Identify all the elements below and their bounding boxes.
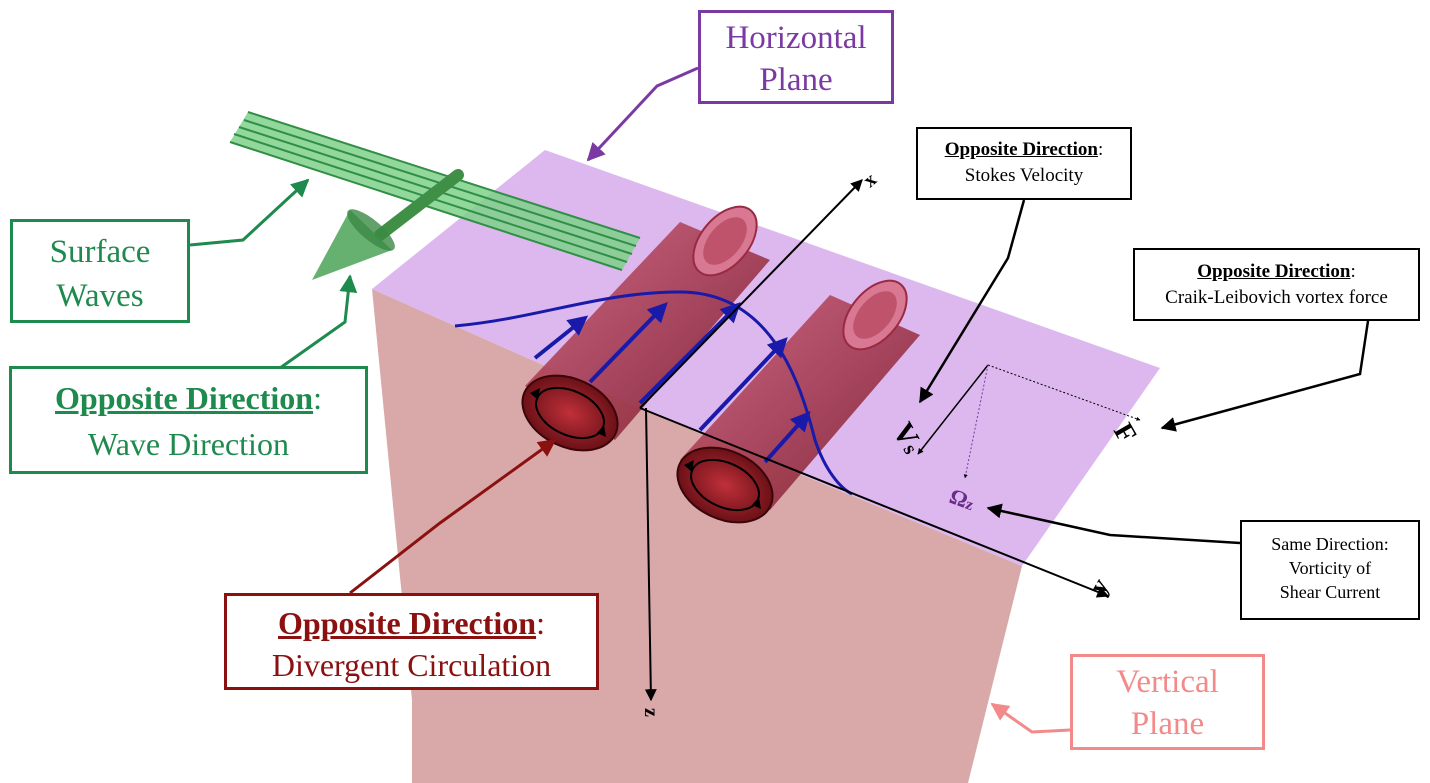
horizontal-plane-line-2: Plane [759,62,833,98]
vertical-plane-line-1: Vertical [1116,664,1219,700]
x-axis-label: x [859,169,881,192]
vortex-cylinder-right [676,279,920,524]
vortex-cylinder-left [521,205,770,452]
z-axis [644,407,657,702]
vorticity-line-1: Same Direction: [1271,534,1389,554]
z-axis-label: z [640,708,662,717]
vorticity-line-2: Vorticity of [1288,558,1372,578]
velocity-profile-curve [454,290,853,496]
vertical-plane-line-2: Plane [1130,706,1205,742]
craik-subtitle: Craik-Leibovich vortex force [1165,287,1388,308]
divergent-circulation-label: Opposite Direction: Divergent Circulatio… [224,593,599,690]
craik-title-line: Opposite Direction: [1135,259,1418,285]
horizontal-plane-connector [586,66,699,162]
vorticity-label: Same Direction: Vorticity of Shear Curre… [1240,520,1420,620]
craik-colon: : [1350,261,1356,282]
wave-direction-subtitle: Wave Direction [88,426,289,462]
divergent-title: Opposite Direction [278,605,537,641]
wave-direction-title-line: Opposite Direction: [12,375,365,421]
stokes-title-line: Opposite Direction: [918,137,1130,163]
wave-direction-arrow [312,169,464,280]
vertical-plane-label: Vertical Plane [1070,654,1265,750]
craik-title: Opposite Direction [1197,261,1351,282]
surface-waves-line-2: Waves [56,278,144,314]
stokes-velocity-label: Opposite Direction: Stokes Velocity [916,127,1132,200]
surface-waves-label: Surface Waves [10,219,190,323]
y-axis [639,407,1110,598]
wave-direction-title: Opposite Direction [55,380,314,416]
stokes-subtitle: Stokes Velocity [964,165,1084,186]
divergent-connector [349,438,557,595]
vertical-plane-connector [990,702,1071,734]
velocity-arrows [533,302,811,464]
craik-connector [1160,320,1370,432]
divergent-colon: : [536,605,545,641]
axis-lines [639,179,1110,702]
wave-direction-connector [279,274,358,370]
x-axis [639,179,863,409]
surface-waves-connector [189,178,310,247]
surface-waves-line-1: Surface [49,234,151,270]
divergent-title-line: Opposite Direction: [227,602,596,644]
wave-direction-label: Opposite Direction: Wave Direction [9,366,368,474]
stokes-title: Opposite Direction [944,139,1098,160]
stokes-connector [918,199,1026,404]
vorticity-line-3: Shear Current [1279,582,1381,602]
stokes-colon: : [1097,139,1104,160]
wave-direction-colon: : [313,380,322,416]
craik-leibovich-label: Opposite Direction: Craik-Leibovich vort… [1133,248,1420,321]
horizontal-plane-label: Horizontal Plane [698,10,894,104]
horizontal-plane-line-1: Horizontal [725,20,867,56]
vector-triad [917,364,1141,479]
divergent-subtitle: Divergent Circulation [271,647,552,683]
same-direction-connector [986,503,1241,545]
y-axis-label: y [1083,573,1115,599]
